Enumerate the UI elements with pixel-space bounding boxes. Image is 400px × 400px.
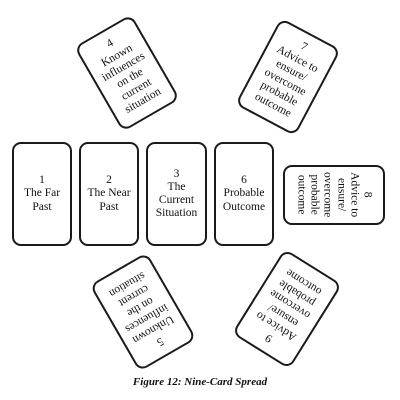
card-2-line-3: Past: [99, 200, 119, 213]
card-3-line-4: Situation: [155, 207, 198, 220]
card-3-text: 3 The Current Situation: [156, 168, 198, 221]
card-1-text: 1 The Far Past: [24, 174, 60, 214]
card-8-line-4: overcome: [322, 172, 334, 218]
card-6-probable-outcome: 6 Probable Outcome: [214, 142, 274, 246]
card-9-advice: 9 Advice to ensure/ overcome probable ou…: [231, 248, 343, 370]
card-5-unknown-influences: 5 Unknown influences on the current situ…: [89, 252, 197, 372]
card-2-line-2: The Near: [87, 187, 131, 200]
card-5-text: 5 Unknown influences on the current situ…: [103, 266, 184, 358]
card-8-line-3: ensure/: [335, 178, 348, 212]
card-3-line-2: The: [167, 180, 186, 193]
card-4-known-influences: 4 Known influences on the current situat…: [73, 14, 181, 132]
card-3-current-situation: 3 The Current Situation: [146, 142, 207, 246]
card-8-line-2: Advice to: [348, 172, 361, 218]
card-1-far-past: 1 The Far Past: [12, 142, 72, 246]
card-5-line-1: 5: [154, 334, 166, 348]
card-6-line-1: 6: [241, 174, 247, 187]
card-6-text: 6 Probable Outcome: [223, 174, 265, 214]
card-6-line-3: Outcome: [222, 200, 266, 213]
card-2-near-past: 2 The Near Past: [79, 142, 139, 246]
card-8-advice: 8 Advice to ensure/ overcome probable ou…: [283, 165, 385, 225]
card-8-line-5: probable: [308, 174, 321, 216]
card-8-line-6: outcome: [295, 175, 308, 215]
card-1-line-1: 1: [39, 174, 45, 187]
card-1-line-2: The Far: [23, 187, 61, 200]
card-4-text: 4 Known influences on the current situat…: [87, 27, 168, 119]
card-2-text: 2 The Near Past: [87, 174, 130, 214]
card-8-line-1: 8: [361, 192, 374, 198]
card-8-text: 8 Advice to ensure/ overcome probable ou…: [294, 172, 374, 218]
card-1-line-3: Past: [32, 200, 52, 213]
card-3-line-1: 3: [173, 167, 180, 180]
card-9-text: 9 Advice to ensure/ overcome probable ou…: [247, 263, 327, 354]
card-3-line-3: Current: [158, 194, 195, 206]
card-7-text: 7 Advice to ensure/ overcome probable ou…: [249, 31, 326, 122]
card-2-line-1: 2: [106, 174, 112, 187]
figure-caption: Figure 12: Nine-Card Spread: [132, 376, 268, 388]
card-7-advice: 7 Advice to ensure/ overcome probable ou…: [234, 17, 342, 137]
card-6-line-2: Probable: [223, 187, 265, 200]
